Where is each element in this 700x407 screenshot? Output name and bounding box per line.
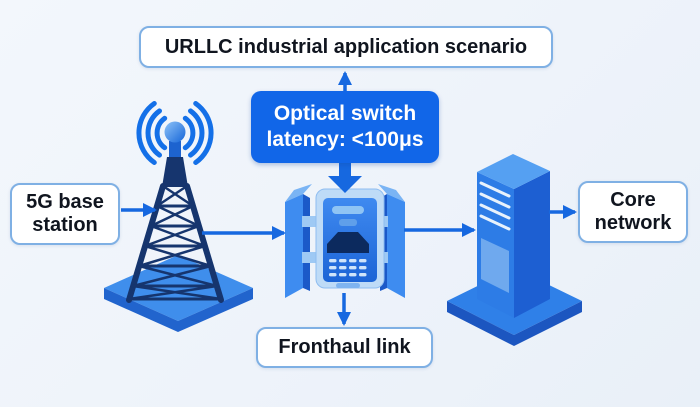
scenario-label: URLLC industrial application scenario xyxy=(164,35,528,58)
latency-line1: Optical switch xyxy=(273,101,417,125)
arrow-latency-to-switch xyxy=(328,160,362,193)
radio-waves-icon xyxy=(136,101,214,165)
fronthaul-label: Fronthaul link xyxy=(278,336,411,358)
latency-line2: latency: <100μs xyxy=(266,128,424,151)
base-station-label-box: 5G base station xyxy=(10,183,120,245)
server-tower-icon xyxy=(447,154,582,346)
base-station-line1: 5G base xyxy=(26,191,104,213)
flow-arrows xyxy=(121,71,577,326)
core-network-line2: network xyxy=(594,212,672,234)
optical-switch-icon xyxy=(285,184,405,298)
cell-tower-icon xyxy=(104,101,253,332)
base-station-line2: station xyxy=(32,214,98,236)
core-network-label-box: Core network xyxy=(578,181,688,243)
scenario-label-box: URLLC industrial application scenario xyxy=(139,26,553,68)
core-network-line1: Core xyxy=(610,189,656,211)
latency-info-box: Optical switch latency: <100μs xyxy=(251,91,439,163)
fronthaul-label-box: Fronthaul link xyxy=(256,327,433,368)
